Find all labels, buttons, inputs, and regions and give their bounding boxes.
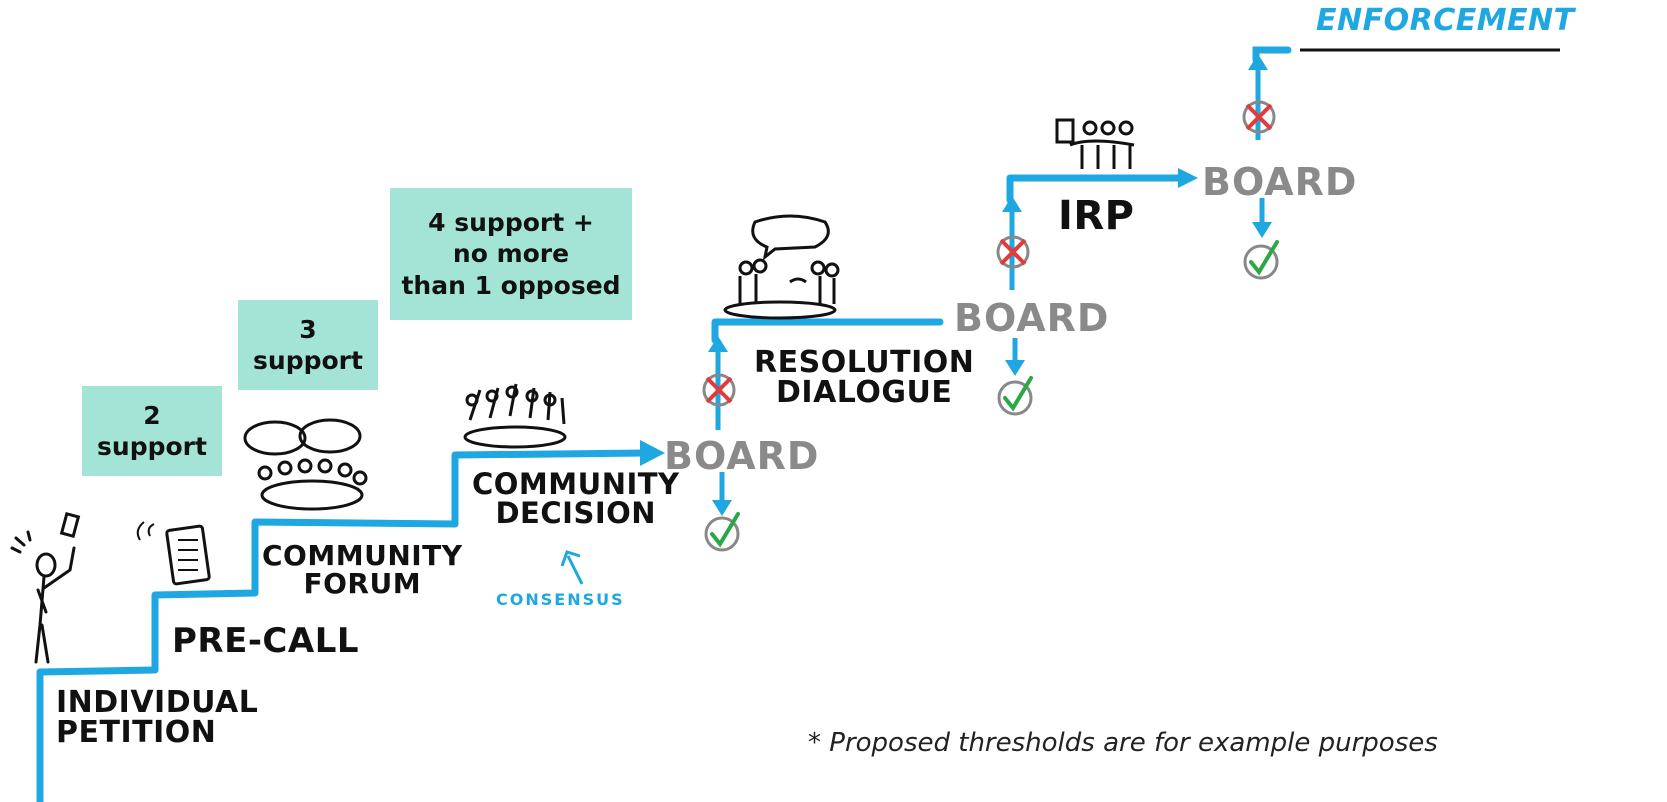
step-community-forum: COMMUNITY FORUM <box>262 539 463 600</box>
voting-crowd-icon <box>463 383 567 449</box>
board-label-2: BOARD <box>954 296 1110 340</box>
approve-icon <box>1243 240 1279 280</box>
step-resolution-dialogue: RESOLUTION DIALOGUE <box>754 345 975 410</box>
arrow-head <box>1005 360 1025 376</box>
arrow-head <box>712 500 732 516</box>
panel-icon <box>1055 118 1135 169</box>
step-pre-call: PRE-CALL <box>172 621 360 661</box>
reject-icon <box>1242 100 1276 134</box>
group-discussion-icon <box>243 418 368 511</box>
arrow-head <box>708 336 728 352</box>
arrow-head <box>1002 196 1022 212</box>
consensus-label: CONSENSUS <box>496 590 625 609</box>
step-community-decision: COMMUNITY DECISION <box>472 467 680 530</box>
reject-icon <box>996 235 1030 269</box>
tablet-icon <box>136 521 211 586</box>
footnote: * Proposed thresholds are for example pu… <box>808 728 1438 758</box>
reject-icon <box>702 373 736 407</box>
threshold-box-2-support: 2 support <box>82 386 222 476</box>
approve-icon <box>997 376 1033 416</box>
step-individual-petition: INDIVIDUAL PETITION <box>56 685 259 750</box>
arrow-head <box>1252 222 1272 238</box>
board-label-3: BOARD <box>1202 160 1358 204</box>
board-label-1: BOARD <box>664 434 820 478</box>
threshold-box-3-support: 3 support <box>238 300 378 390</box>
threshold-box-4-support: 4 support + no more than 1 opposed <box>390 188 632 320</box>
arrow-head <box>640 440 665 466</box>
escalation-path <box>36 449 649 802</box>
arrow-head <box>1178 168 1198 188</box>
dialogue-icon <box>723 214 840 320</box>
step-irp: IRP <box>1058 193 1135 239</box>
person-phone-icon <box>10 511 81 664</box>
approve-icon <box>704 512 740 552</box>
step-enforcement: ENFORCEMENT <box>1316 3 1575 38</box>
